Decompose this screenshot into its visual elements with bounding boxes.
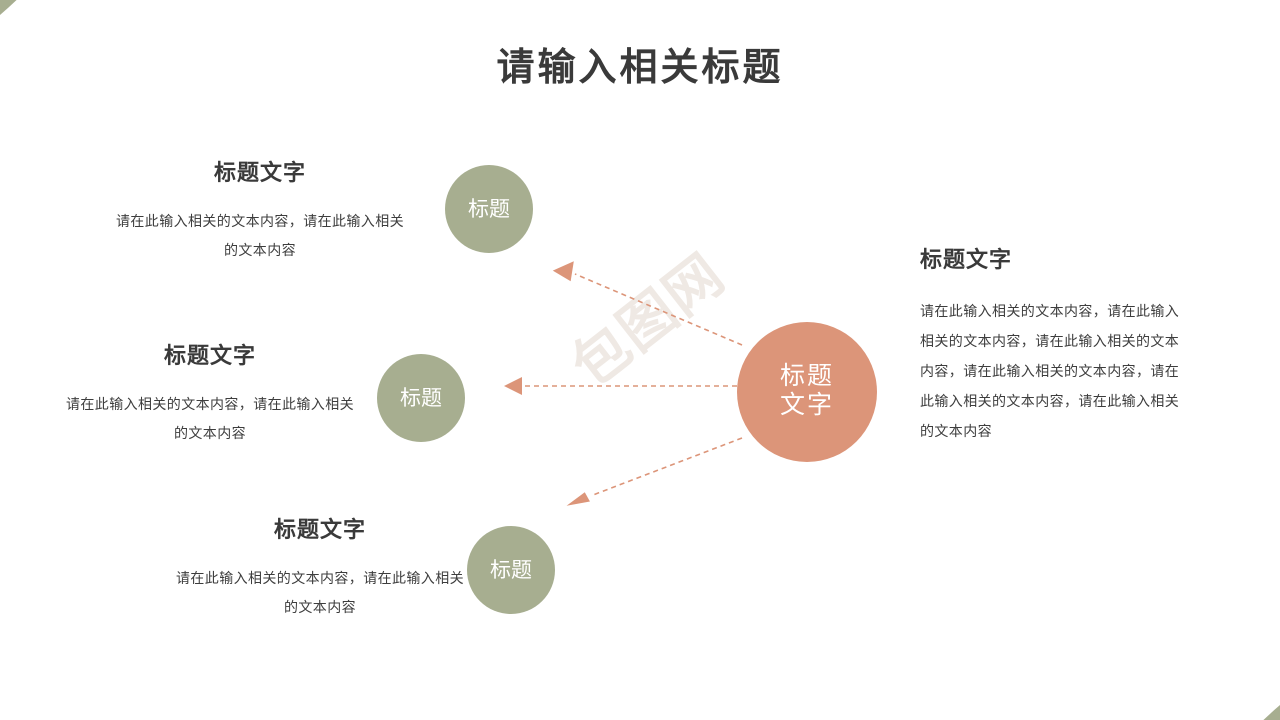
node-circle-center-label-line1: 标题 bbox=[779, 363, 834, 391]
text-block-right: 标题文字 请在此输入相关的文本内容，请在此输入相关的文本内容，请在此输入相关的文… bbox=[920, 242, 1188, 448]
node-circle-middle-label: 标题 bbox=[400, 385, 442, 410]
text-block-middle-body: 请在此输入相关的文本内容，请在此输入相关的文本内容 bbox=[66, 398, 354, 442]
page-title: 请输入相关标题 bbox=[496, 47, 784, 89]
node-circle-bottom[interactable]: 标题 bbox=[467, 526, 555, 614]
text-block-middle: 标题文字 请在此输入相关的文本内容，请在此输入相关的文本内容 bbox=[60, 338, 360, 449]
text-block-top-heading: 标题文字 bbox=[213, 160, 306, 185]
node-circle-bottom-label: 标题 bbox=[490, 557, 532, 582]
text-block-top-body: 请在此输入相关的文本内容，请在此输入相关的文本内容 bbox=[116, 215, 404, 259]
text-block-right-body: 请在此输入相关的文本内容，请在此输入相关的文本内容，请在此输入相关的文本内容，请… bbox=[920, 305, 1180, 441]
arrow-head-bottom bbox=[566, 492, 590, 506]
arrow-head-top bbox=[552, 261, 574, 282]
node-circle-center-label: 标题 文字 bbox=[780, 363, 834, 421]
text-block-middle-heading: 标题文字 bbox=[163, 343, 256, 368]
text-block-bottom: 标题文字 请在此输入相关的文本内容，请在此输入相关的文本内容 bbox=[170, 512, 470, 623]
decorative-corner-bottom-right bbox=[1160, 600, 1280, 720]
arrow-head-middle bbox=[504, 377, 522, 395]
arrow-line-bottom bbox=[592, 437, 743, 496]
arrow-line-top bbox=[574, 273, 743, 346]
node-circle-middle[interactable]: 标题 bbox=[377, 354, 465, 442]
node-circle-center-label-line2: 文字 bbox=[779, 392, 834, 419]
node-circle-center[interactable]: 标题 文字 bbox=[737, 322, 877, 462]
text-block-bottom-body: 请在此输入相关的文本内容，请在此输入相关的文本内容 bbox=[176, 572, 464, 616]
text-block-top: 标题文字 请在此输入相关的文本内容，请在此输入相关的文本内容 bbox=[110, 155, 410, 266]
text-block-right-heading: 标题文字 bbox=[920, 247, 1013, 272]
node-circle-top[interactable]: 标题 bbox=[445, 165, 533, 253]
text-block-bottom-heading: 标题文字 bbox=[273, 517, 366, 542]
node-circle-top-label: 标题 bbox=[468, 196, 510, 221]
